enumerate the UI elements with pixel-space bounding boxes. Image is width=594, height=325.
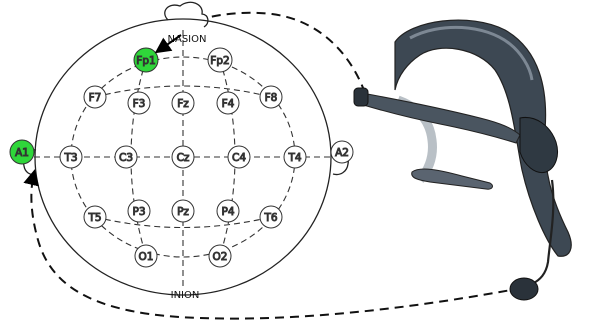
electrode-o2: O2 — [208, 244, 232, 268]
electrode-p4: P4 — [216, 199, 240, 223]
svg-text:C4: C4 — [232, 152, 246, 164]
electrode-fz: Fz — [171, 91, 195, 115]
svg-text:F7: F7 — [89, 92, 102, 104]
nose-icon — [164, 1, 209, 28]
svg-text:T5: T5 — [87, 212, 101, 224]
parietal-arc — [94, 216, 272, 229]
svg-text:Cz: Cz — [177, 152, 190, 164]
electrode-p3: P3 — [127, 199, 151, 223]
electrode-f8: F8 — [259, 85, 283, 109]
eeg-headset-icon — [353, 19, 572, 301]
ear-clip-connector — [23, 169, 523, 320]
svg-text:Fp2: Fp2 — [210, 55, 229, 67]
frontal-arc — [94, 85, 272, 98]
electrode-t3: T3 — [59, 145, 83, 169]
electrode-f4: F4 — [216, 91, 240, 115]
electrode-t4: T4 — [283, 145, 307, 169]
svg-text:F3: F3 — [133, 98, 146, 110]
svg-text:P3: P3 — [132, 206, 145, 218]
svg-text:F4: F4 — [222, 98, 235, 110]
inion-label: INION — [171, 290, 200, 301]
electrodes: Fp1 Fp2 F7 F3 Fz F4 F8 A1 — [9, 47, 354, 268]
svg-text:O1: O1 — [139, 251, 154, 263]
electrode-t5: T5 — [83, 205, 107, 229]
electrode-c4: C4 — [227, 145, 251, 169]
svg-text:C3: C3 — [119, 152, 133, 164]
svg-text:A2: A2 — [335, 147, 349, 159]
headset-band — [394, 19, 572, 257]
electrode-pz: Pz — [171, 199, 195, 223]
headset-cable — [531, 179, 555, 285]
electrode-a2: A2 — [330, 140, 354, 164]
electrode-t6: T6 — [259, 205, 283, 229]
electrode-f3: F3 — [127, 91, 151, 115]
sensor-connector-top — [205, 11, 366, 94]
electrode-cz: Cz — [171, 145, 195, 169]
nasion-label: NASION — [168, 34, 207, 45]
electrode-fp1: Fp1 — [133, 47, 159, 73]
right-coronal-arc — [219, 59, 236, 257]
headset-control-pod — [519, 116, 559, 174]
left-coronal-arc — [130, 59, 147, 257]
svg-text:T3: T3 — [63, 152, 77, 164]
svg-text:T4: T4 — [287, 152, 301, 164]
electrode-o1: O1 — [134, 244, 158, 268]
svg-text:Fz: Fz — [177, 98, 189, 110]
svg-text:O2: O2 — [213, 251, 228, 263]
electrode-c3: C3 — [114, 145, 138, 169]
svg-text:Fp1: Fp1 — [136, 55, 155, 67]
headset-highlight — [409, 25, 534, 81]
svg-text:Pz: Pz — [177, 206, 189, 218]
svg-text:A1: A1 — [15, 147, 29, 159]
electrode-f7: F7 — [83, 85, 107, 109]
headset-ear-pad — [411, 168, 494, 190]
electrode-a1: A1 — [9, 139, 35, 165]
svg-text:P4: P4 — [221, 206, 234, 218]
svg-text:T6: T6 — [263, 212, 277, 224]
ear-clip-icon — [509, 277, 539, 301]
headset-sensor-arm — [359, 92, 521, 144]
svg-text:F8: F8 — [265, 92, 278, 104]
headset-sensor-tip — [353, 87, 369, 107]
electrode-fp2: Fp2 — [207, 47, 233, 73]
fp1-arrow — [154, 34, 182, 54]
